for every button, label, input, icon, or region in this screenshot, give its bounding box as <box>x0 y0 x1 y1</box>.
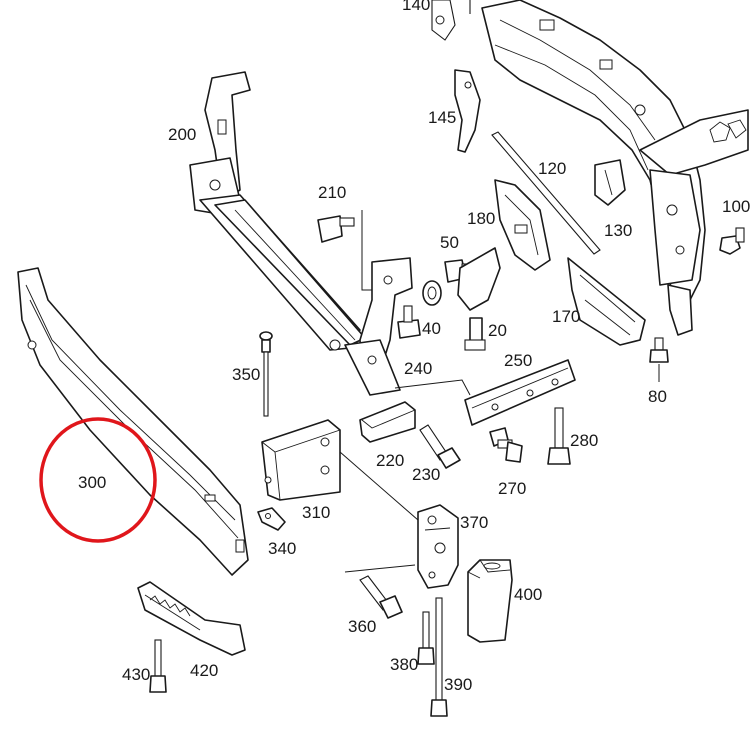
part-400-absorber <box>467 559 513 643</box>
part-100-bolt <box>719 227 745 255</box>
part-140-bracket <box>431 0 471 41</box>
part-80-screw <box>649 337 669 363</box>
part-380-bolt <box>417 611 435 665</box>
label-50: 50 <box>440 233 459 252</box>
part-420-absorber <box>137 581 246 656</box>
part-200-carrier <box>189 71 366 351</box>
label-130: 130 <box>604 221 632 240</box>
label-210: 210 <box>318 183 346 202</box>
part-20-bracket <box>457 247 501 351</box>
label-250: 250 <box>504 351 532 370</box>
label-230: 230 <box>412 465 440 484</box>
label-300: 300 <box>78 473 106 492</box>
label-420: 420 <box>190 661 218 680</box>
part-145-bracket <box>454 69 481 153</box>
label-145: 145 <box>428 108 456 127</box>
label-100: 100 <box>722 197 750 216</box>
radiator-support-frame <box>481 0 749 336</box>
part-220-block <box>359 401 416 443</box>
part-120-strip <box>491 131 601 255</box>
label-400: 400 <box>514 585 542 604</box>
label-370: 370 <box>460 513 488 532</box>
small-mount <box>397 305 421 339</box>
center-support-bracket <box>344 257 413 396</box>
label-270: 270 <box>498 479 526 498</box>
part-370-bracket <box>417 504 459 589</box>
part-170-panel <box>567 257 646 346</box>
label-380: 380 <box>390 655 418 674</box>
part-130-clip <box>594 159 626 206</box>
part-230-bolt <box>419 424 461 469</box>
label-280: 280 <box>570 431 598 450</box>
label-390: 390 <box>444 675 472 694</box>
label-40: 40 <box>422 319 441 338</box>
label-170: 170 <box>552 307 580 326</box>
label-120: 120 <box>538 159 566 178</box>
part-210-screw <box>317 215 355 243</box>
label-240: 240 <box>404 359 432 378</box>
label-340: 340 <box>268 539 296 558</box>
part-250-rail <box>464 359 576 426</box>
part-430-bolt <box>149 639 167 693</box>
label-180: 180 <box>467 209 495 228</box>
part-360-bolt <box>359 575 403 619</box>
label-310: 310 <box>302 503 330 522</box>
highlight-circle <box>39 417 157 543</box>
label-350: 350 <box>232 365 260 384</box>
label-200: 200 <box>168 125 196 144</box>
part-340-clip <box>257 507 286 531</box>
label-220: 220 <box>376 451 404 470</box>
part-40-nut <box>422 280 442 306</box>
part-270-bolt <box>489 427 523 463</box>
label-430: 430 <box>122 665 150 684</box>
part-180-latch <box>494 179 551 271</box>
label-140: 140 <box>402 0 430 14</box>
part-350-bolt <box>259 331 273 417</box>
label-80: 80 <box>648 387 667 406</box>
label-360: 360 <box>348 617 376 636</box>
part-390-bolt <box>430 597 448 717</box>
part-280-bolt <box>547 407 571 465</box>
label-20: 20 <box>488 321 507 340</box>
part-310-bracket <box>261 419 341 501</box>
